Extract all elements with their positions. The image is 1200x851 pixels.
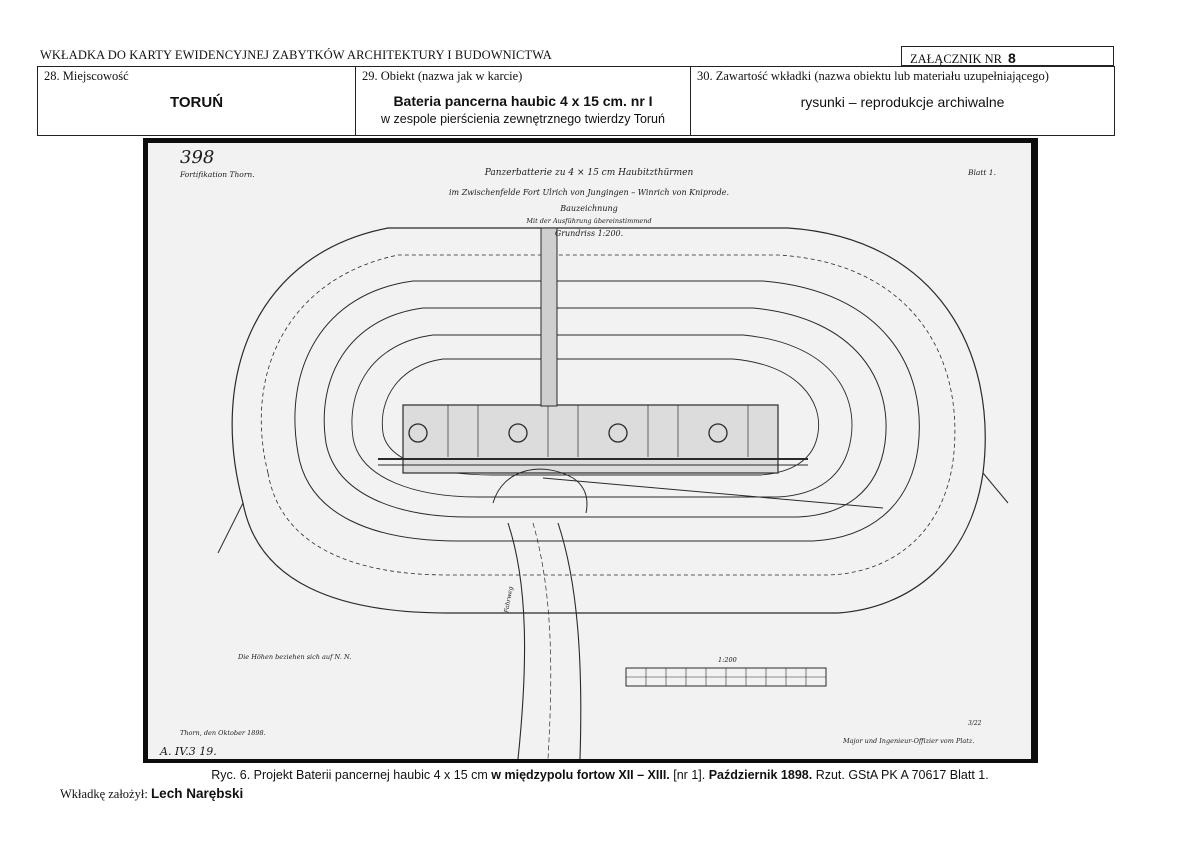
footer-author-line: Wkładkę założył: Lech Narębski bbox=[60, 786, 243, 802]
annex-label: ZAŁĄCZNIK NR bbox=[910, 52, 1003, 66]
ditch-inner-edge bbox=[323, 307, 887, 518]
annex-number: 8 bbox=[1008, 50, 1016, 66]
access-road bbox=[507, 522, 526, 759]
record-form-table: 28. Miejscowość TORUŃ 29. Obiekt (nazwa … bbox=[37, 66, 1115, 136]
caption-part-5: Rzut. GStA PK A 70617 Blatt 1. bbox=[812, 768, 989, 782]
battery-block bbox=[402, 404, 779, 474]
outer-glacis-contour bbox=[231, 227, 986, 614]
locality-value: TORUŃ bbox=[169, 94, 224, 111]
ditch-outer-edge bbox=[294, 280, 920, 542]
drawing-place-date: Thorn, den Oktober 1898. bbox=[180, 729, 266, 737]
figure-caption: Ryc. 6. Projekt Baterii pancernej haubic… bbox=[0, 768, 1200, 782]
annex-box: ZAŁĄCZNIK NR 8 bbox=[901, 46, 1114, 66]
drawing-title-3: Bauzeichnung bbox=[559, 204, 618, 213]
drawing-side-code: 3/22 bbox=[968, 720, 982, 727]
contents-label: 30. Zawartość wkładki (nazwa obiektu lub… bbox=[697, 69, 1049, 83]
contents-cell: 30. Zawartość wkładki (nazwa obiektu lub… bbox=[691, 67, 1114, 135]
turret-1 bbox=[408, 423, 428, 443]
turret-3 bbox=[608, 423, 628, 443]
vertical-passage bbox=[540, 227, 558, 407]
turret-4 bbox=[708, 423, 728, 443]
caption-part-4: Październik 1898. bbox=[708, 768, 813, 782]
caption-part-1: Ryc. 6. Projekt Baterii pancernej haubic… bbox=[211, 768, 492, 782]
object-label: 29. Obiekt (nazwa jak w karcie) bbox=[362, 69, 523, 83]
drawing-archive-number: 398 bbox=[180, 147, 214, 168]
battery-plan-drawing: 398 Fortifikation Thorn. Blatt 1. Panzer… bbox=[148, 143, 1031, 759]
object-name: Bateria pancerna haubic 4 x 15 cm. nr I bbox=[393, 93, 653, 109]
locality-cell: 28. Miejscowość TORUŃ bbox=[38, 67, 356, 135]
drawing-road-label: Fahrweg bbox=[503, 586, 515, 615]
drawing-title-2: im Zwischenfelde Fort Ulrich von Junging… bbox=[449, 188, 729, 197]
card-header-title: WKŁADKA DO KARTY EWIDENCYJNEJ ZABYTKÓW A… bbox=[40, 48, 552, 62]
drawing-heights-note: Die Höhen beziehen sich auf N. N. bbox=[237, 653, 351, 661]
caption-part-3: [nr 1]. bbox=[669, 768, 709, 782]
drawing-sheet: Blatt 1. bbox=[967, 168, 996, 177]
drawing-scale-label: 1:200 bbox=[718, 656, 737, 664]
drawing-signature: Major und Ingenieur-Offizier vom Platz. bbox=[842, 737, 974, 745]
drawing-title-4: Mit der Ausführung übereinstimmend bbox=[525, 217, 651, 225]
archival-drawing-frame: 398 Fortifikation Thorn. Blatt 1. Panzer… bbox=[143, 138, 1038, 763]
object-cell: 29. Obiekt (nazwa jak w karcie) Bateria … bbox=[356, 67, 691, 135]
drawing-corner-mark: A. IV.3 19. bbox=[159, 745, 217, 758]
contents-value: rysunki – reprodukcje archiwalne bbox=[800, 94, 1005, 110]
footer-author: Lech Narębski bbox=[150, 786, 244, 801]
drawing-title-1: Panzerbatterie zu 4 × 15 cm Haubitzthürm… bbox=[484, 168, 694, 178]
drawing-title-5: Grundriss 1:200. bbox=[555, 229, 623, 238]
rampart-line bbox=[351, 334, 853, 498]
outer-dashed-line bbox=[260, 254, 956, 576]
locality-label: 28. Miejscowość bbox=[44, 69, 129, 83]
gorge-entrance bbox=[492, 468, 588, 514]
turret-2 bbox=[508, 423, 528, 443]
caption-part-2: w międzypolu fortow XII – XIII. bbox=[491, 768, 670, 782]
footer-label: Wkładkę założył: bbox=[60, 787, 148, 801]
object-context: w zespole pierścienia zewnętrznego twier… bbox=[381, 112, 665, 126]
drawing-stamp: Fortifikation Thorn. bbox=[179, 170, 255, 179]
